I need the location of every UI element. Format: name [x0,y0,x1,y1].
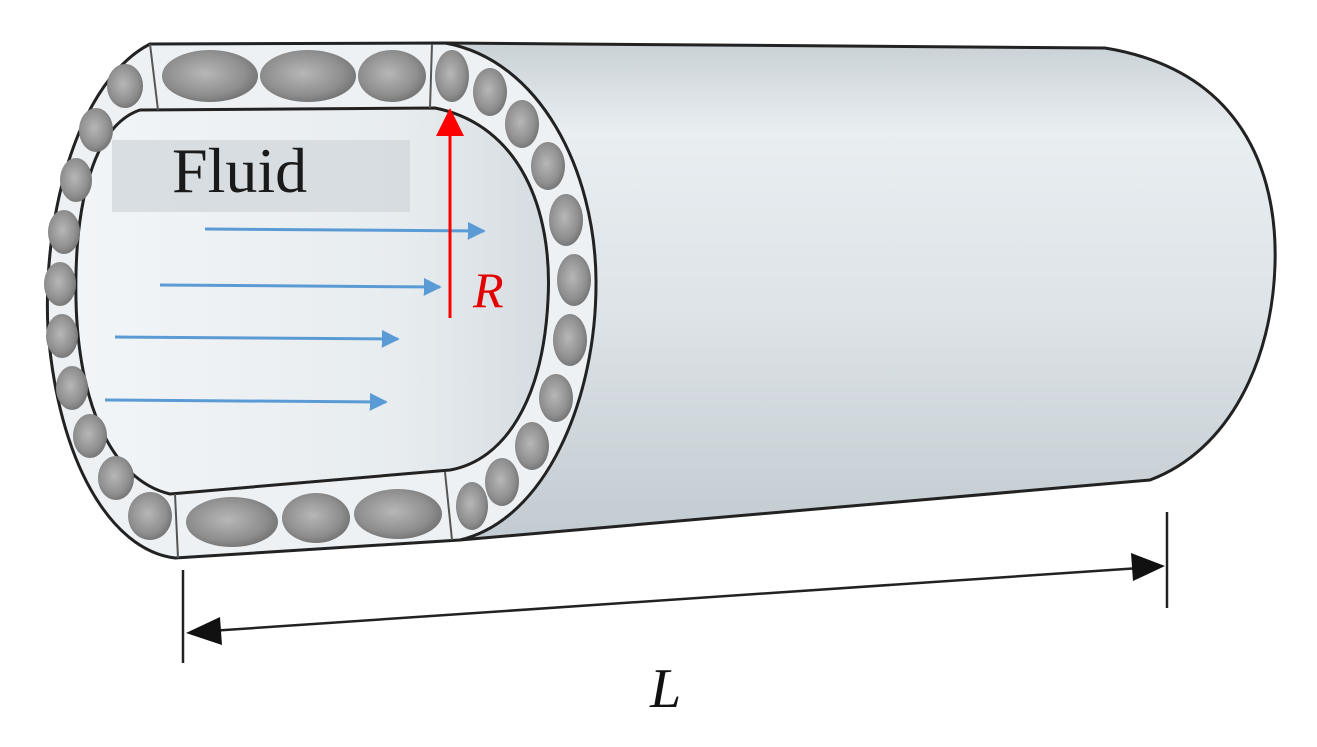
tube-body [443,41,1277,542]
fluid-label: Fluid [172,135,307,206]
length-dimension [181,512,1169,663]
length-label: L [649,658,681,720]
wall-divider [174,493,179,559]
bead [162,50,258,102]
bead-band-top [162,50,426,102]
length-arrowhead-left [186,617,222,645]
fluid-label-box [112,140,410,212]
bead [107,64,143,108]
bead [557,254,591,306]
bead [186,497,278,547]
bead [79,108,113,152]
bead [260,50,356,102]
bead [282,493,350,543]
bead [98,456,134,500]
bead [358,50,426,102]
bead-ring-right [435,50,591,530]
bead [48,210,80,254]
wall-divider [149,43,159,111]
bead [553,314,587,366]
bead [531,142,565,190]
flow-arrow [114,329,400,348]
bead [128,492,172,540]
bead [435,50,469,102]
flow-arrows [104,221,486,411]
bead-band-bottom [186,489,442,547]
flow-arrow [159,277,442,296]
bead [505,100,539,148]
wall-divider [429,43,433,109]
bead [515,422,549,470]
radius-label: R [472,262,504,318]
bead [46,314,78,358]
flow-arrow [104,392,388,411]
length-dimension-line [209,566,1141,633]
radius-arrow [436,108,464,318]
bead [56,366,88,410]
length-arrowhead-right [1131,553,1165,581]
bead [473,68,507,116]
bead [44,262,76,306]
bead [354,489,442,539]
bead [73,414,107,458]
bead [539,374,573,422]
flow-arrow [204,221,486,240]
bead-ring-left [44,64,172,540]
bead [485,458,519,506]
wall-divider [444,471,453,541]
bead [456,482,488,530]
bead [60,158,92,202]
bead [549,194,583,246]
